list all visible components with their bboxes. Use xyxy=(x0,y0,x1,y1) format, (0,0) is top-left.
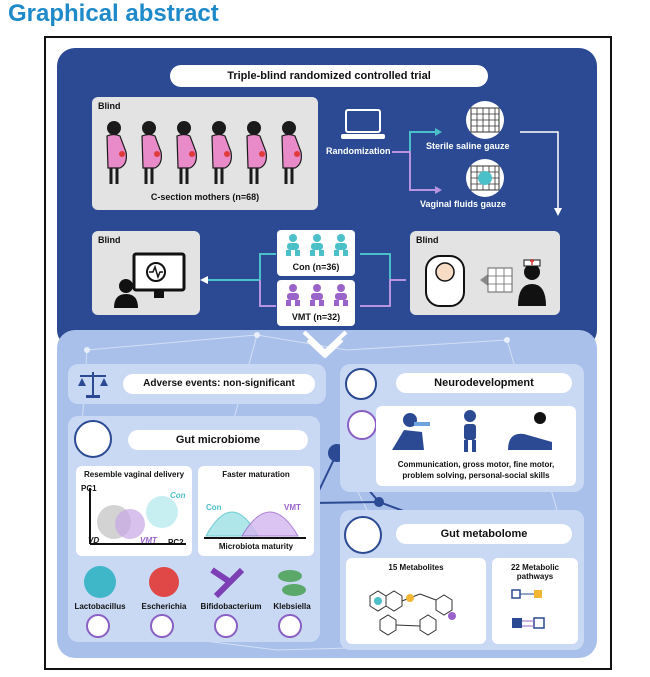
pc2-label: PC2 xyxy=(168,538,184,547)
scales-icon xyxy=(78,372,108,398)
saline-gauze-icon xyxy=(466,101,504,139)
brain-icon xyxy=(345,368,377,400)
blind-label-mothers: Blind xyxy=(98,101,121,111)
neuro-desc-1: Communication, gross motor, fine motor, xyxy=(397,460,555,469)
vmt-label: VMT (n=32) xyxy=(291,312,341,322)
vaginal-gauze-icon xyxy=(466,159,504,197)
pregnant-mothers-icon xyxy=(106,119,303,186)
pca-plot xyxy=(89,488,186,545)
blind-label-assessor: Blind xyxy=(98,235,121,245)
con-curve-label: Con xyxy=(206,503,222,512)
assessor-monitor-icon xyxy=(114,252,186,308)
metabolites-label: 15 Metabolites xyxy=(388,563,444,572)
pathways-box xyxy=(492,558,578,644)
saline-label: Sterile saline gauze xyxy=(426,141,510,151)
lactobacillus-up-icon xyxy=(86,614,110,638)
trial-title: Triple-blind randomized controlled trial xyxy=(170,65,488,87)
vd-pca-label: VD xyxy=(88,536,100,545)
bifidobacterium-up-icon xyxy=(214,614,238,638)
pathways-label: 22 Metabolic pathways xyxy=(510,563,559,581)
maturity-curves xyxy=(204,511,306,539)
maturity-label: Microbiota maturity xyxy=(218,542,294,551)
laptop-icon xyxy=(341,109,385,139)
escherichia-up-icon xyxy=(150,614,174,638)
neuro-improve-icon xyxy=(347,410,377,440)
randomization-label: Randomization xyxy=(326,146,391,156)
con-babies-icon xyxy=(286,234,348,256)
molecule-structures xyxy=(369,590,456,636)
gut-icon xyxy=(74,420,112,458)
vmt-curve-label: VMT xyxy=(284,503,301,512)
con-label: Con (n=36) xyxy=(292,262,340,272)
microbiome-title: Gut microbiome xyxy=(128,430,308,450)
bacteria-bifidobacterium: Bifidobacterium xyxy=(200,602,262,611)
mothers-label: C-section mothers (n=68) xyxy=(150,192,260,202)
resemble-label: Resemble vaginal delivery xyxy=(83,470,185,479)
mothers-box xyxy=(92,97,318,210)
pathway-icons xyxy=(511,589,545,629)
group-arrows xyxy=(200,253,406,307)
bacteria-escherichia: Escherichia xyxy=(141,602,187,611)
infant-nurse-icon xyxy=(425,255,546,307)
randomization-arrows xyxy=(392,128,562,216)
adverse-label: Adverse events: non-significant xyxy=(123,374,315,394)
vaginal-label: Vaginal fluids gauze xyxy=(420,199,507,209)
down-arrow-icon xyxy=(302,330,348,358)
con-pca-label: Con xyxy=(170,491,186,500)
vmt-babies-icon xyxy=(286,284,348,306)
klebsiella-down-icon xyxy=(278,614,302,638)
faster-label: Faster maturation xyxy=(222,470,290,479)
bacteria-lactobacillus: Lactobacillus xyxy=(74,602,126,611)
child-motor-icons xyxy=(392,410,552,452)
page-title: Graphical abstract xyxy=(8,0,219,27)
metabolites-box xyxy=(346,558,486,644)
blind-label-neonate: Blind xyxy=(416,235,439,245)
pc1-label: PC1 xyxy=(81,484,97,493)
maturation-box xyxy=(198,466,314,556)
bacteria-icons xyxy=(84,566,306,599)
vmt-pca-label: VMT xyxy=(140,536,157,545)
metabolome-title: Gut metabolome xyxy=(396,524,572,544)
metabolome-icon xyxy=(344,516,382,554)
bacteria-klebsiella: Klebsiella xyxy=(273,602,311,611)
neuro-desc-2: problem solving, personal-social skills xyxy=(402,471,550,480)
neuro-title: Neurodevelopment xyxy=(396,373,572,393)
